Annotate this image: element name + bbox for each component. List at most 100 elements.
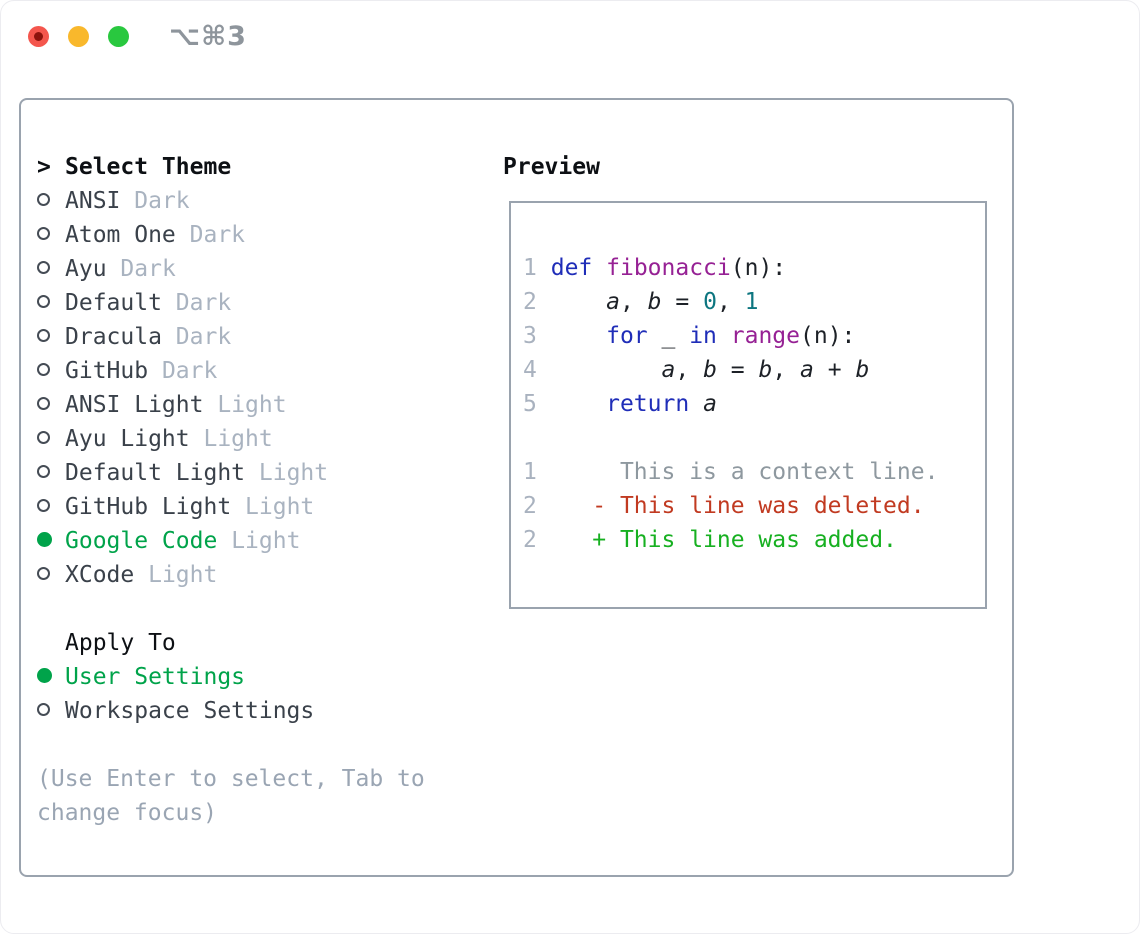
code-token: in (689, 323, 717, 349)
marker (37, 320, 65, 354)
preview-line: 5 return a (523, 387, 985, 421)
code-token: for (606, 323, 648, 349)
radio-icon (37, 363, 50, 376)
theme-variant-tag: Light (203, 426, 273, 452)
radio-selected-icon (37, 668, 52, 683)
code-token: a (703, 391, 717, 417)
option-theme-default[interactable]: Default Dark (37, 286, 425, 320)
marker (37, 218, 65, 252)
code-token: return (606, 391, 690, 417)
option-theme-atom-one[interactable]: Atom One Dark (37, 218, 425, 252)
option-theme-github[interactable]: GitHub Dark (37, 354, 425, 388)
line-number: 2 (523, 493, 537, 519)
focus-caret-icon: > (37, 154, 51, 180)
line-number: 2 (523, 289, 537, 315)
option-label: GitHub Light (65, 494, 232, 520)
option-label: XCode (65, 562, 135, 588)
hint-line-1: (Use Enter to select, Tab to (37, 766, 425, 792)
option-theme-dracula[interactable]: Dracula Dark (37, 320, 425, 354)
minimize-button[interactable] (68, 26, 89, 47)
preview-label: Preview (503, 154, 600, 180)
marker (37, 490, 65, 524)
code-token: b (703, 357, 717, 383)
preview-line: 2 a, b = 0, 1 (523, 285, 985, 319)
marker (37, 660, 65, 694)
theme-variant-tag: Dark (189, 222, 246, 248)
option-theme-ansi[interactable]: ANSI Dark (37, 184, 425, 218)
radio-icon (37, 397, 50, 410)
marker (37, 286, 65, 320)
marker (37, 694, 65, 728)
option-user-settings[interactable]: User Settings (37, 660, 425, 694)
radio-icon (37, 499, 50, 512)
option-label: Workspace Settings (65, 698, 315, 724)
option-label: User Settings (65, 664, 246, 690)
code-token: , (772, 357, 801, 383)
code-token: = (716, 357, 759, 383)
window-title: ⌥⌘3 (169, 21, 247, 52)
line-number: 1 (523, 459, 537, 485)
option-workspace-settings[interactable]: Workspace Settings (37, 694, 425, 728)
option-theme-google-code[interactable]: Google Code Light (37, 524, 425, 558)
option-theme-ansi-light[interactable]: ANSI Light Light (37, 388, 425, 422)
preview-pane: Preview 1 def fibonacci(n):2 a, b = 0, 1… (503, 150, 987, 609)
radio-icon (37, 227, 50, 240)
code-token: + (813, 357, 856, 383)
theme-variant-tag: Dark (161, 358, 218, 384)
close-button[interactable] (28, 26, 49, 47)
code-token: b (855, 357, 870, 383)
code-token: a (800, 357, 814, 383)
marker (37, 252, 65, 286)
preview-line: 1 This is a context line. (523, 455, 985, 489)
line-number: 4 (523, 357, 537, 383)
code-token (592, 255, 606, 281)
option-label: Ayu Light (65, 426, 190, 452)
code-token: (n): (800, 323, 856, 349)
apply-to-label: Apply To (65, 630, 176, 656)
radio-selected-icon (37, 532, 52, 547)
spacer (37, 728, 425, 762)
select-theme-label: Select Theme (65, 154, 232, 180)
preview-line: 2 + This line was added. (523, 523, 985, 557)
marker (37, 524, 65, 558)
code-token (717, 323, 731, 349)
code-token: b (647, 289, 662, 315)
apply-to-header: Apply To (37, 626, 425, 660)
option-theme-default-light[interactable]: Default Light Light (37, 456, 425, 490)
code-token: - This line was deleted. (550, 493, 925, 519)
option-theme-github-light[interactable]: GitHub Light Light (37, 490, 425, 524)
preview-line: 2 - This line was deleted. (523, 489, 985, 523)
select-theme-header: > Select Theme (37, 150, 425, 184)
radio-icon (37, 703, 50, 716)
code-token: a (606, 289, 620, 315)
option-label: Atom One (65, 222, 176, 248)
preview-line: 4 a, b = b, a + b (523, 353, 985, 387)
marker (37, 354, 65, 388)
theme-variant-tag: Light (148, 562, 218, 588)
code-token: + This line was added. (550, 527, 897, 553)
option-label: GitHub (65, 358, 149, 384)
code-token: b (758, 357, 773, 383)
line-number: 1 (523, 255, 537, 281)
code-token (551, 323, 606, 349)
hint-line-2: change focus) (37, 800, 218, 826)
code-token: (n): (730, 255, 787, 281)
radio-icon (37, 465, 50, 478)
spacer (37, 592, 425, 626)
radio-icon (37, 567, 50, 580)
theme-variant-tag: Dark (120, 256, 176, 282)
code-token: = (661, 289, 704, 315)
theme-variant-tag: Dark (175, 290, 232, 316)
option-theme-xcode[interactable]: XCode Light (37, 558, 425, 592)
zoom-button[interactable] (108, 26, 129, 47)
option-theme-ayu-light[interactable]: Ayu Light Light (37, 422, 425, 456)
option-theme-ayu[interactable]: Ayu Dark (37, 252, 425, 286)
marker (37, 558, 65, 592)
option-label: ANSI Light (65, 392, 204, 418)
option-label: Default Light (65, 460, 246, 486)
option-label: ANSI (65, 188, 121, 214)
